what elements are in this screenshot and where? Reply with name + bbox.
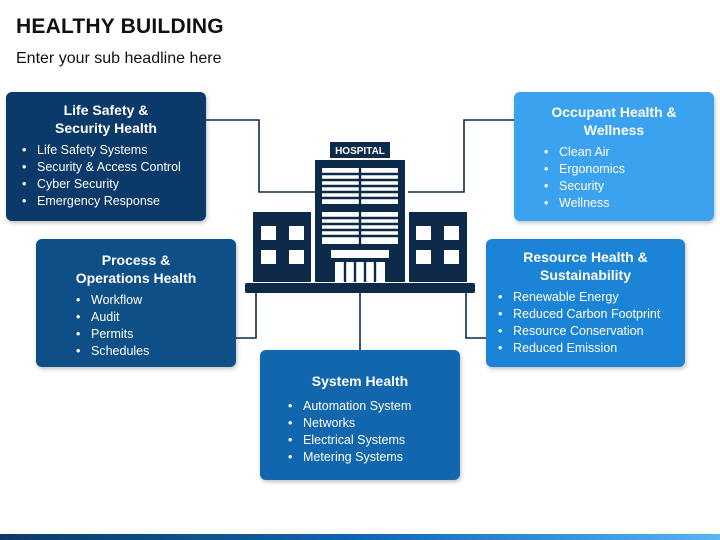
item-list: Workflow Audit Permits Schedules: [76, 292, 236, 360]
box-title-line: Sustainability: [539, 267, 632, 283]
box-occupant-wellness: Occupant Health & Wellness Clean Air Erg…: [514, 92, 714, 221]
bottom-accent-bar: [0, 534, 720, 540]
list-item: Renewable Energy: [498, 289, 685, 306]
connector-process: [236, 290, 257, 339]
box-title-line: Occupant Health &: [551, 104, 677, 120]
list-item: Cyber Security: [22, 176, 206, 193]
page-subtitle: Enter your sub headline here: [16, 50, 222, 67]
list-item: Audit: [76, 309, 236, 326]
list-item: Life Safety Systems: [22, 142, 206, 159]
hospital-sign: [330, 142, 390, 158]
list-item: Reduced Carbon Footprint: [498, 306, 685, 323]
box-title-line: Process &: [101, 252, 171, 268]
box-system-health: System Health Automation System Networks…: [260, 350, 460, 480]
page-title: HEALTHY BUILDING: [16, 15, 224, 38]
list-item: Permits: [76, 326, 236, 343]
list-item: Automation System: [288, 398, 460, 415]
connector-occupant: [408, 119, 514, 193]
box-title: Process & Operations Health: [36, 251, 236, 287]
list-item: Resource Conservation: [498, 323, 685, 340]
list-item: Workflow: [76, 292, 236, 309]
hospital-building-icon: HOSPITAL: [245, 142, 475, 293]
item-list: Renewable Energy Reduced Carbon Footprin…: [498, 289, 685, 357]
connector-life-safety: [206, 119, 315, 193]
box-title: Life Safety & Security Health: [6, 101, 206, 137]
box-title-line: System Health: [311, 373, 409, 389]
list-item: Clean Air: [544, 144, 714, 161]
box-title: Resource Health & Sustainability: [486, 248, 685, 284]
list-item: Schedules: [76, 343, 236, 360]
list-item: Security & Access Control: [22, 159, 206, 176]
connector-resource: [465, 290, 486, 339]
hospital-sign-text: HOSPITAL: [335, 146, 385, 157]
list-item: Electrical Systems: [288, 432, 460, 449]
box-title-line: Resource Health &: [523, 249, 648, 265]
list-item: Wellness: [544, 195, 714, 212]
box-title-line: Life Safety &: [63, 102, 149, 118]
list-item: Reduced Emission: [498, 340, 685, 357]
list-item: Networks: [288, 415, 460, 432]
box-title-line: Security Health: [55, 120, 157, 136]
box-title: Occupant Health & Wellness: [514, 103, 714, 139]
box-process-operations: Process & Operations Health Workflow Aud…: [36, 239, 236, 367]
list-item: Security: [544, 178, 714, 195]
list-item: Emergency Response: [22, 193, 206, 210]
box-resource-sustainability: Resource Health & Sustainability Renewab…: [486, 239, 685, 367]
building-platform: [245, 283, 475, 293]
box-title-line: Wellness: [583, 122, 645, 138]
item-list: Automation System Networks Electrical Sy…: [288, 398, 460, 466]
item-list: Life Safety Systems Security & Access Co…: [22, 142, 206, 210]
list-item: Ergonomics: [544, 161, 714, 178]
list-item: Metering Systems: [288, 449, 460, 466]
box-title: System Health: [260, 372, 460, 390]
box-life-safety: Life Safety & Security Health Life Safet…: [6, 92, 206, 221]
box-title-line: Operations Health: [75, 270, 197, 286]
item-list: Clean Air Ergonomics Security Wellness: [544, 144, 714, 212]
